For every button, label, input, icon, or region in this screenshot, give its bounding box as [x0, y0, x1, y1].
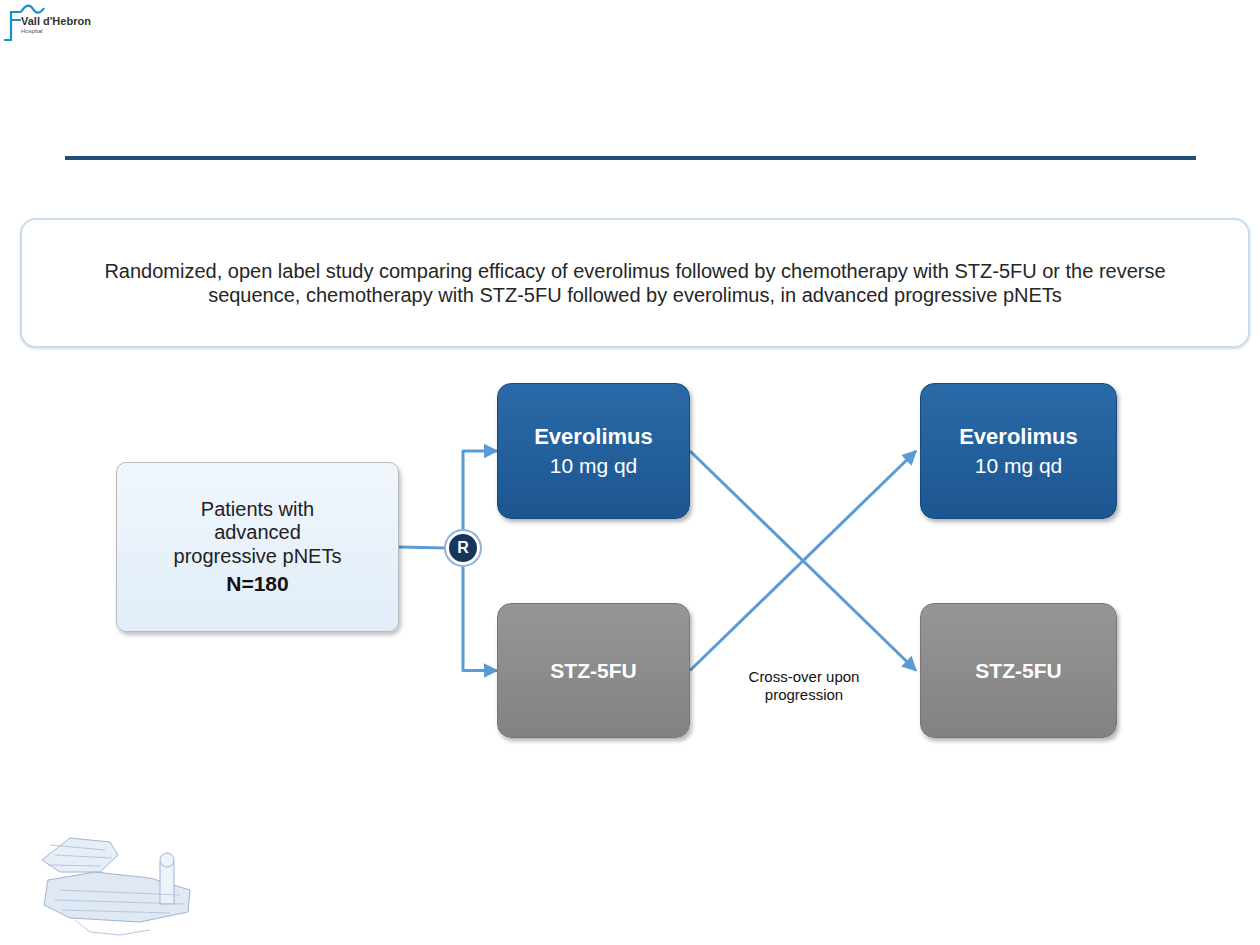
treatment-box: Everolimus 10 mg qd — [920, 383, 1117, 519]
treatment-box: Everolimus 10 mg qd — [497, 383, 690, 519]
connector-arrow — [690, 451, 916, 671]
connector-arrow — [690, 451, 916, 671]
node-title: STZ-5FU — [975, 659, 1061, 683]
node-subtext: N=180 — [226, 572, 288, 596]
node-subtext: 10 mg qd — [550, 454, 638, 478]
node-title: Everolimus — [534, 424, 653, 450]
node-title: Randomized, open label study comparing e… — [65, 259, 1205, 308]
header-rule — [65, 156, 1196, 160]
connector-arrow — [399, 547, 446, 548]
node-title: Everolimus — [959, 424, 1078, 450]
node-subtext: 10 mg qd — [975, 454, 1063, 478]
connector-arrow — [463, 451, 497, 531]
treatment-box: STZ-5FU — [497, 603, 690, 738]
treatment-box: STZ-5FU — [920, 603, 1117, 738]
logo-text: Vall d'Hebron — [21, 15, 91, 27]
node-title: Patients with advanced progressive pNETs — [163, 498, 353, 569]
node-title: R — [457, 539, 469, 557]
connector-arrow — [463, 565, 497, 671]
logo-subtext: Hospital — [21, 28, 43, 34]
building-illustration — [42, 838, 190, 935]
note-text: Cross-over upon progression — [722, 668, 886, 704]
population-box: Patients with advanced progressive pNETs… — [116, 462, 399, 632]
title-box: Randomized, open label study comparing e… — [20, 218, 1250, 348]
node-title: STZ-5FU — [550, 659, 636, 683]
randomization-circle: R — [446, 531, 480, 565]
